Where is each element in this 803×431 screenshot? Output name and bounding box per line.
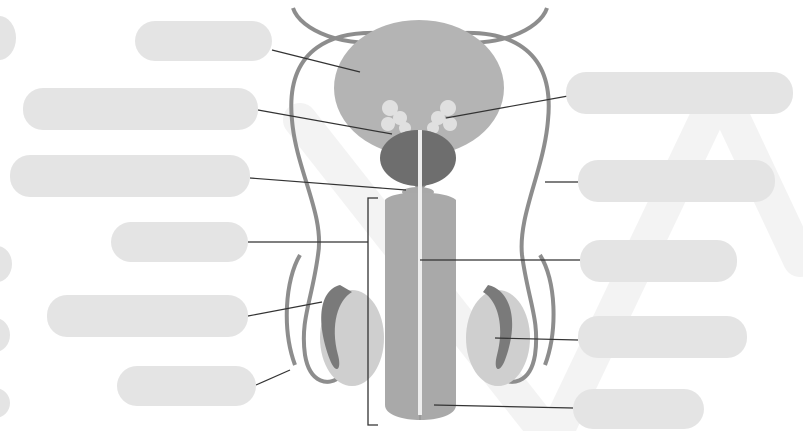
label-testis xyxy=(578,316,747,358)
label-penis xyxy=(578,160,775,202)
label-glans xyxy=(573,389,704,429)
label-epididymis xyxy=(47,295,248,337)
label-bladder xyxy=(135,21,272,61)
label-prostate xyxy=(10,155,250,197)
label-vas-deferens xyxy=(111,222,248,262)
label-seminal-vesicle xyxy=(23,88,258,130)
label-scrotum xyxy=(117,366,256,406)
label-urethra xyxy=(580,240,737,282)
label-urethra-top xyxy=(566,72,793,114)
